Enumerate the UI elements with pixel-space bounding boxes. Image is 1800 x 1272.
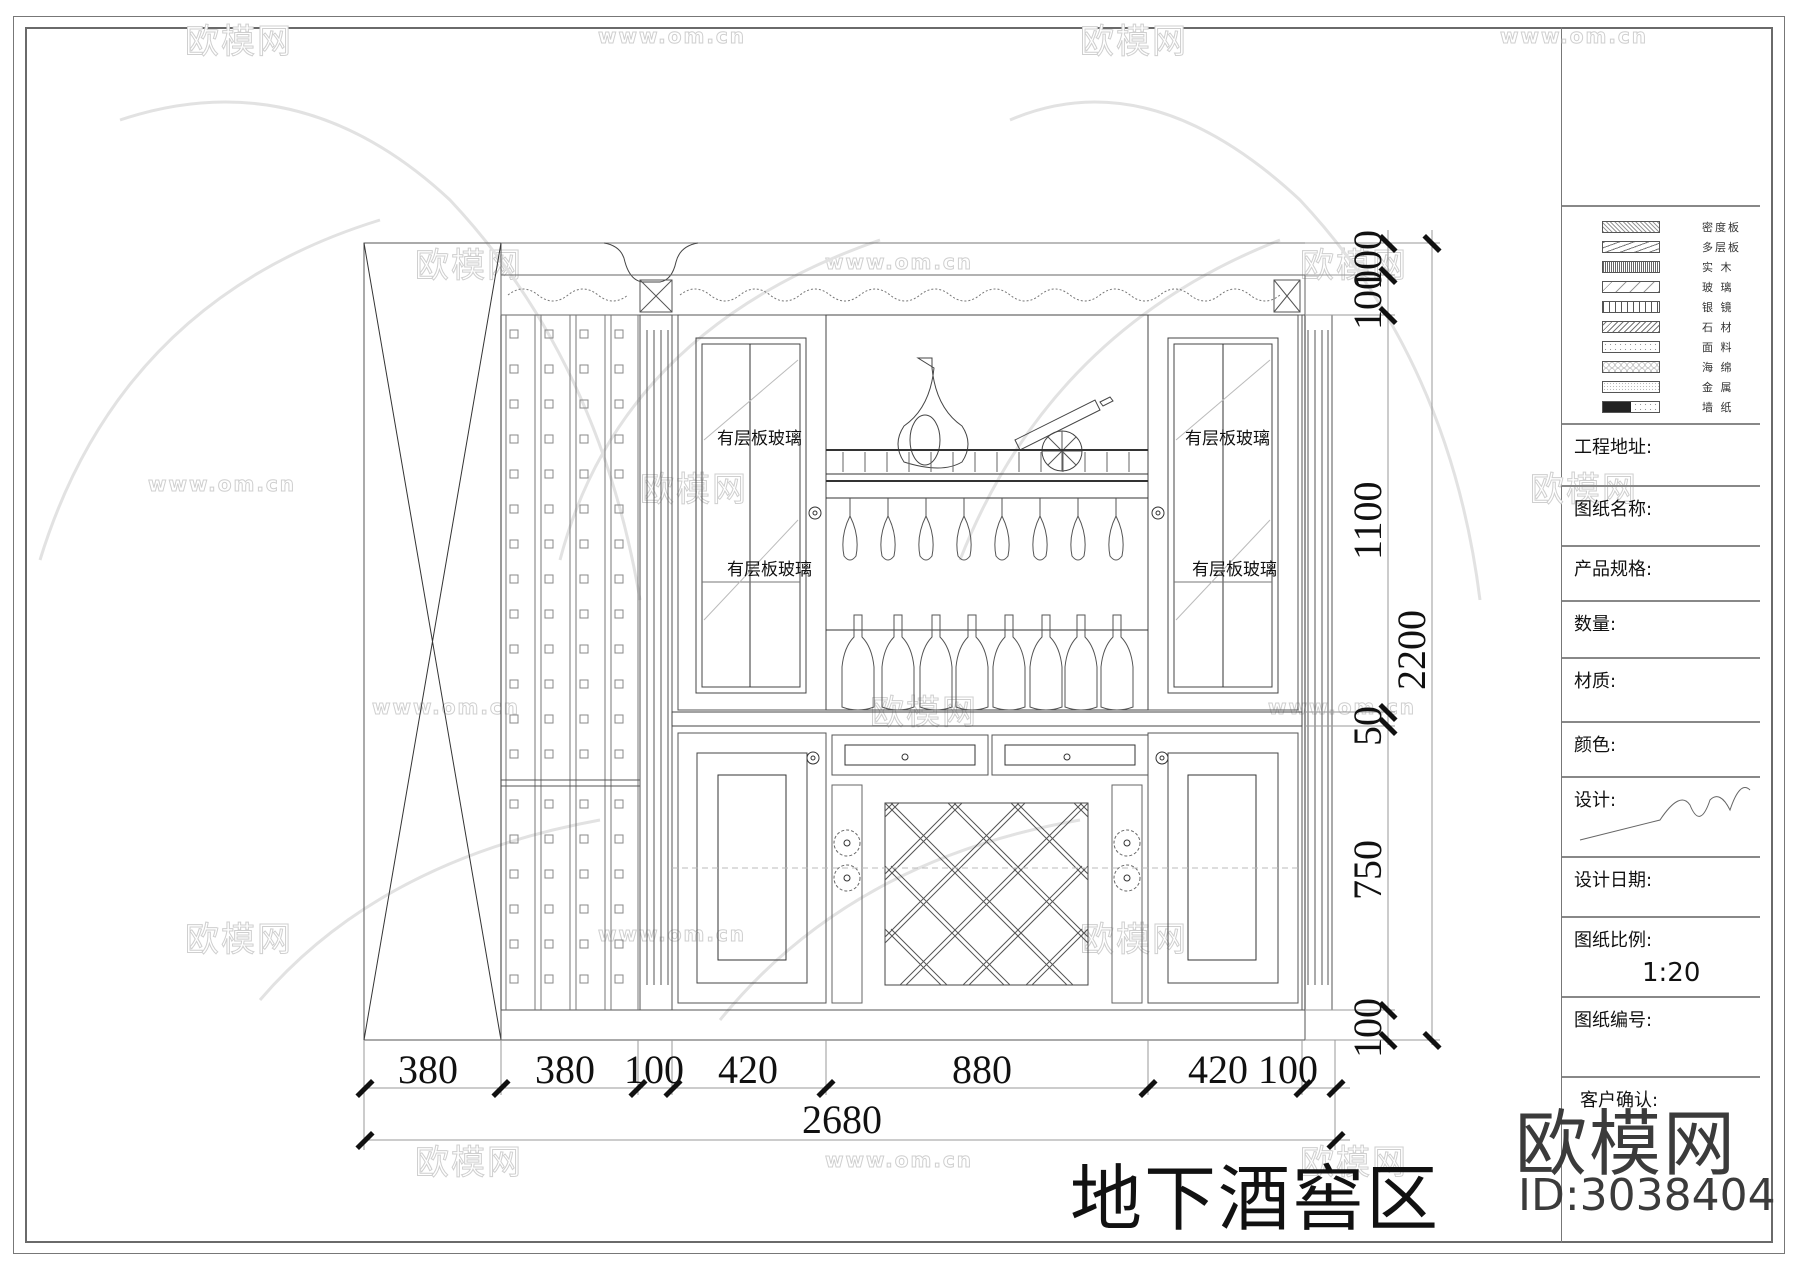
watermark-url: www.om.cn (1499, 24, 1649, 49)
legend-item: 实 木 (1602, 261, 1782, 275)
field-label: 设计日期: (1574, 870, 1653, 891)
door-label-upper-right-shelf: 有层板玻璃 (1192, 560, 1277, 580)
field-label: 图纸比例: (1574, 930, 1653, 951)
field-designer: 设计: (1562, 778, 1760, 858)
dim-overall-height: 2200 (1389, 610, 1434, 690)
material-legend: 密度板 多层板 实 木 玻 璃 银 镜 石 材 面 料 海 绵 金 属 墙 纸 (1562, 207, 1760, 425)
field-label: 材质: (1574, 671, 1617, 692)
watermark-brand: 欧模网 (870, 693, 978, 734)
swatch-fine-stipple (1602, 381, 1660, 393)
legend-item: 金 属 (1602, 381, 1782, 395)
field-design-date: 设计日期: (1562, 858, 1760, 918)
field-label: 客户确认: (1580, 1090, 1659, 1111)
watermark-brand-large: 欧模网 (1515, 1102, 1738, 1186)
dim-height-base: 100 (1345, 998, 1390, 1058)
dim-width-door-right: 420 (1188, 1047, 1248, 1092)
legend-item: 石 材 (1602, 321, 1782, 335)
dim-width-xpanel: 380 (398, 1047, 458, 1092)
legend-item: 多层板 (1602, 241, 1782, 255)
swatch-dark-dots (1602, 401, 1660, 413)
watermark-brand: 欧模网 (1530, 470, 1638, 511)
field-color: 颜色: (1562, 723, 1760, 778)
field-label: 产品规格: (1574, 559, 1653, 580)
dim-width-center: 880 (952, 1047, 1012, 1092)
field-client-confirm: 客户确认: (1562, 1078, 1760, 1238)
watermark-brand: 欧模网 (415, 1143, 523, 1184)
swatch-layered-lines (1602, 241, 1660, 253)
swatch-diagonal-lines (1602, 281, 1660, 293)
legend-label: 金 属 (1702, 381, 1734, 394)
field-drawing-number: 图纸编号: (1562, 998, 1760, 1078)
field-material: 材质: (1562, 659, 1760, 723)
watermark-brand: 欧模网 (1080, 920, 1188, 961)
legend-label: 海 绵 (1702, 361, 1734, 374)
dim-height-upper: 1100 (1345, 481, 1390, 560)
door-label-upper-right: 有层板玻璃 (1185, 429, 1270, 449)
dim-width-pilaster-right: 100 (1258, 1047, 1318, 1092)
swatch-hatch-stone (1602, 321, 1660, 333)
watermark-url: www.om.cn (597, 922, 747, 947)
watermark-brand: 欧模网 (640, 470, 748, 511)
drawing-title: 地下酒窖区 (1070, 1157, 1441, 1241)
legend-label: 多层板 (1702, 241, 1741, 254)
dim-width-door-left: 420 (718, 1047, 778, 1092)
legend-item: 银 镜 (1602, 301, 1782, 315)
door-label-upper-left-shelf: 有层板玻璃 (727, 560, 812, 580)
watermark-url: www.om.cn (147, 472, 297, 497)
watermark-url: www.om.cn (597, 24, 747, 49)
watermark-brand: 欧模网 (185, 920, 293, 961)
watermark-brand: 欧模网 (1080, 22, 1188, 63)
legend-label: 面 料 (1702, 341, 1734, 354)
legend-label: 玻 璃 (1702, 281, 1734, 294)
title-block-top-blank (1562, 27, 1760, 207)
watermark-url: www.om.cn (824, 250, 974, 275)
swatch-wood-grain (1602, 261, 1660, 273)
dim-height-top-b: 100 (1345, 270, 1390, 330)
field-drawing-name: 图纸名称: (1562, 487, 1760, 547)
field-label: 图纸名称: (1574, 499, 1653, 520)
sheet-outer-border (13, 16, 1785, 1254)
legend-item: 玻 璃 (1602, 281, 1782, 295)
legend-label: 实 木 (1702, 261, 1734, 274)
field-quantity: 数量: (1562, 602, 1760, 659)
legend-item: 面 料 (1602, 341, 1782, 355)
dim-width-pilaster-left: 100 (624, 1047, 684, 1092)
watermark-id: ID:3038404 (1518, 1170, 1776, 1221)
scale-value: 1:20 (1642, 958, 1701, 988)
field-label: 设计: (1574, 790, 1617, 811)
legend-label: 石 材 (1702, 321, 1734, 334)
legend-item: 墙 纸 (1602, 401, 1782, 415)
field-label: 图纸编号: (1574, 1010, 1653, 1031)
dim-overall-width: 2680 (802, 1097, 882, 1142)
field-product-spec: 产品规格: (1562, 547, 1760, 602)
watermark-brand: 欧模网 (185, 22, 293, 63)
watermark-brand: 欧模网 (1300, 1143, 1408, 1184)
swatch-sparse-dots (1602, 341, 1660, 353)
legend-label: 密度板 (1702, 221, 1741, 234)
field-label: 工程地址: (1574, 437, 1653, 458)
legend-label: 银 镜 (1702, 301, 1734, 314)
legend-item: 海 绵 (1602, 361, 1782, 375)
sheet-inner-border (25, 27, 1773, 1243)
field-scale: 图纸比例: 1:20 (1562, 918, 1760, 998)
door-label-upper-left: 有层板玻璃 (717, 429, 802, 449)
dim-height-shelf: 50 (1345, 706, 1390, 746)
title-block-divider (1561, 27, 1562, 1243)
watermark-url: www.om.cn (824, 1148, 974, 1173)
swatch-honeycomb (1602, 361, 1660, 373)
field-label: 数量: (1574, 614, 1617, 635)
field-label: 颜色: (1574, 735, 1617, 756)
legend-label: 墙 纸 (1702, 401, 1734, 414)
dim-width-lattice: 380 (535, 1047, 595, 1092)
swatch-dense-dots (1602, 221, 1660, 233)
field-project-address: 工程地址: (1562, 425, 1760, 487)
swatch-vertical-lines (1602, 301, 1660, 313)
legend-item: 密度板 (1602, 221, 1782, 235)
dim-height-lower: 750 (1345, 840, 1390, 900)
